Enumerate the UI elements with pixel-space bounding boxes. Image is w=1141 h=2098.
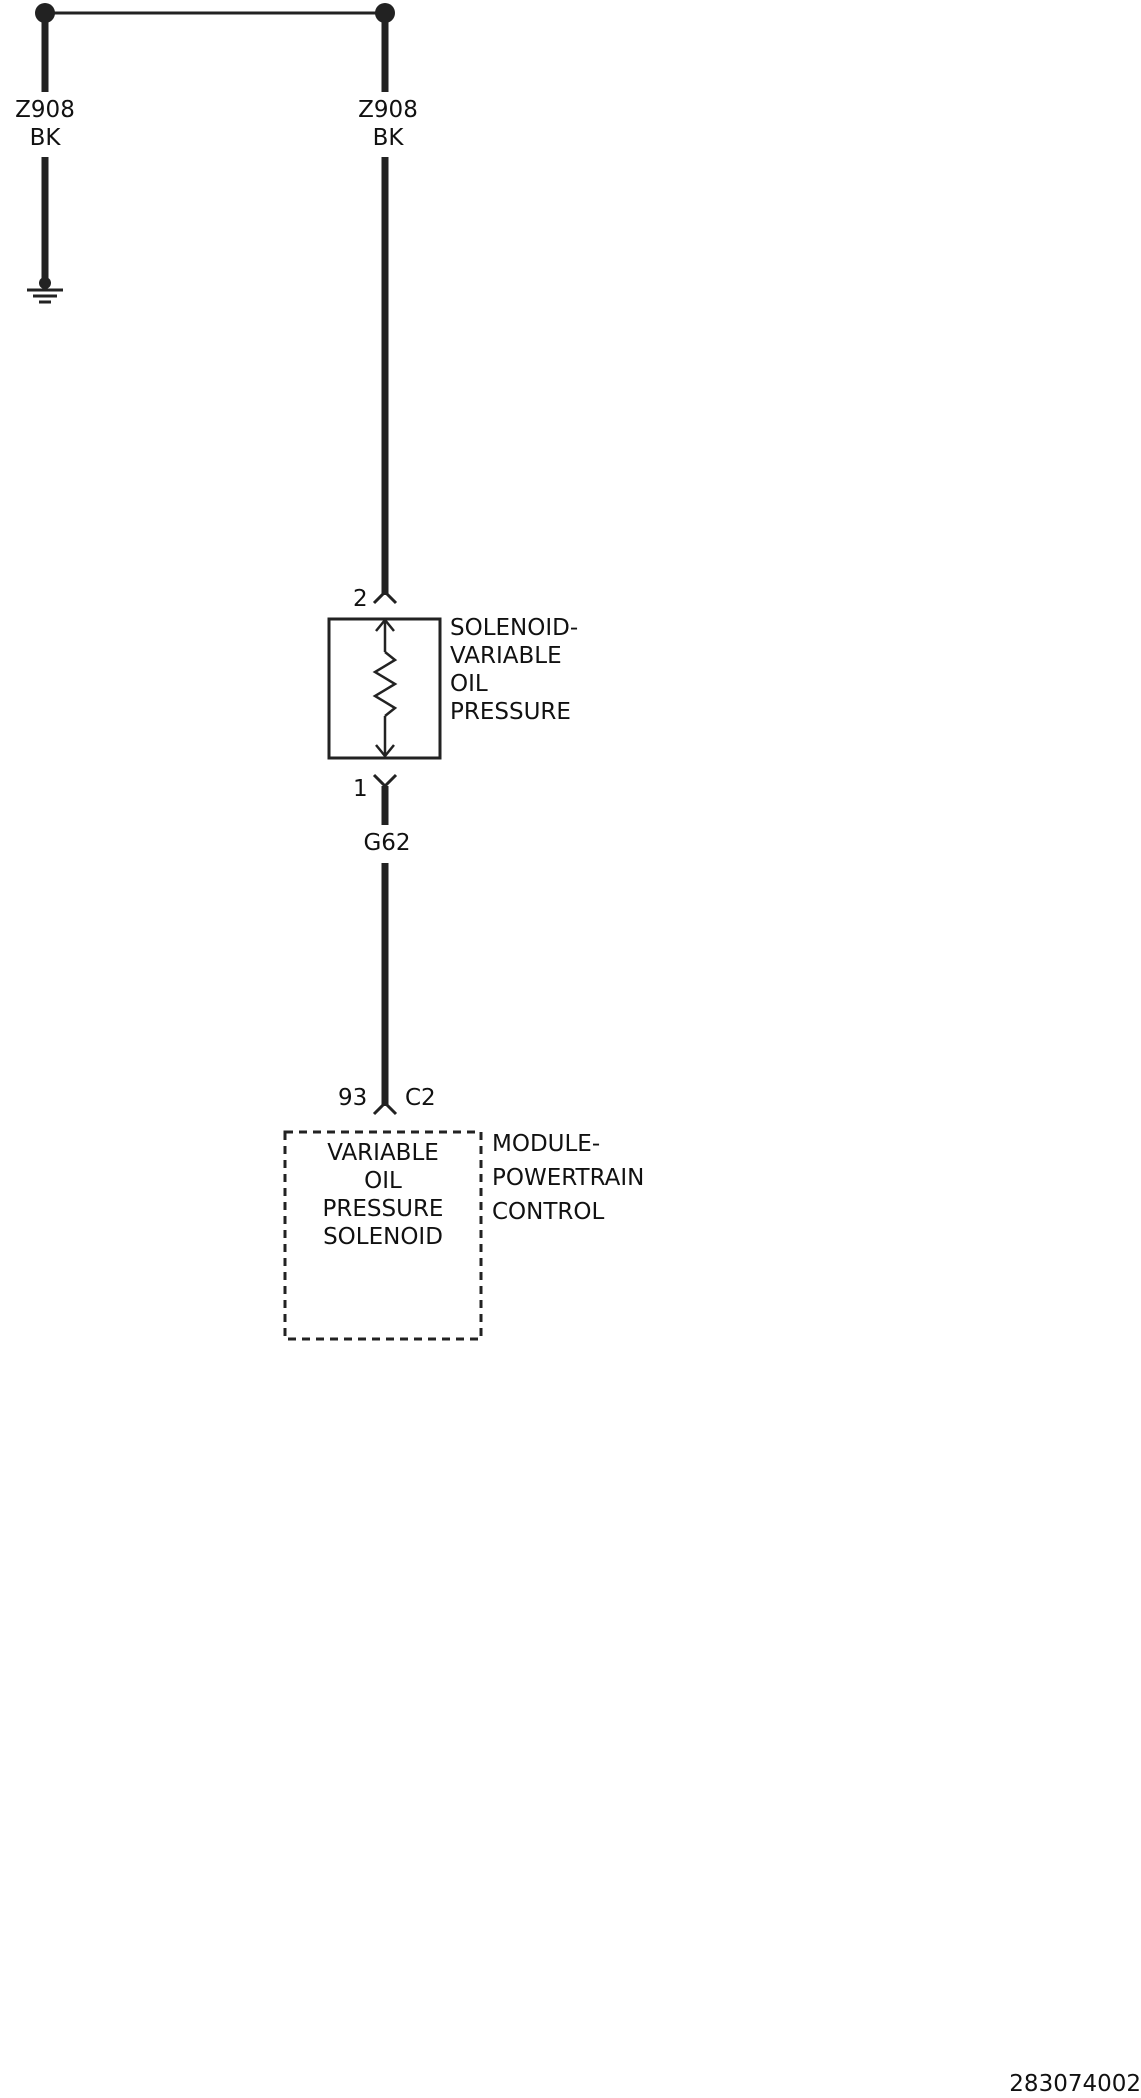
solenoid-name-line-2: VARIABLE xyxy=(450,643,562,669)
left-wire-color: BK xyxy=(29,125,61,151)
module-inner-line-1: VARIABLE xyxy=(327,1140,439,1166)
solenoid-name-line-3: OIL xyxy=(450,671,488,697)
solenoid-name-line-1: SOLENOID- xyxy=(450,615,579,641)
right-wire-code: Z908 xyxy=(358,97,418,123)
pin-1-connector-icon xyxy=(372,773,398,789)
pin-2-connector-icon xyxy=(372,589,398,605)
module-name-line-3: CONTROL xyxy=(492,1199,605,1225)
solenoid-pin-bottom: 1 xyxy=(353,776,368,802)
module-connector-id: C2 xyxy=(405,1085,436,1111)
left-wire-code: Z908 xyxy=(15,97,75,123)
module-inner-line-4: SOLENOID xyxy=(323,1224,443,1250)
module-name-line-2: POWERTRAIN xyxy=(492,1165,645,1191)
solenoid-pin-top: 2 xyxy=(353,586,368,612)
right-wire-color: BK xyxy=(372,125,404,151)
module-box xyxy=(283,1130,483,1341)
resistor-coil-icon xyxy=(372,618,398,758)
ground-icon xyxy=(27,277,63,304)
module-inner-line-2: OIL xyxy=(364,1168,402,1194)
module-inner-line-3: PRESSURE xyxy=(322,1196,444,1222)
solenoid-name-line-4: PRESSURE xyxy=(450,699,571,725)
module-name-line-1: MODULE- xyxy=(492,1131,601,1157)
figure-id: 283074002 xyxy=(1009,2071,1141,2097)
g62-wire-code: G62 xyxy=(363,830,411,856)
module-pin-number: 93 xyxy=(338,1085,368,1111)
pin-93-connector-icon xyxy=(372,1100,398,1116)
